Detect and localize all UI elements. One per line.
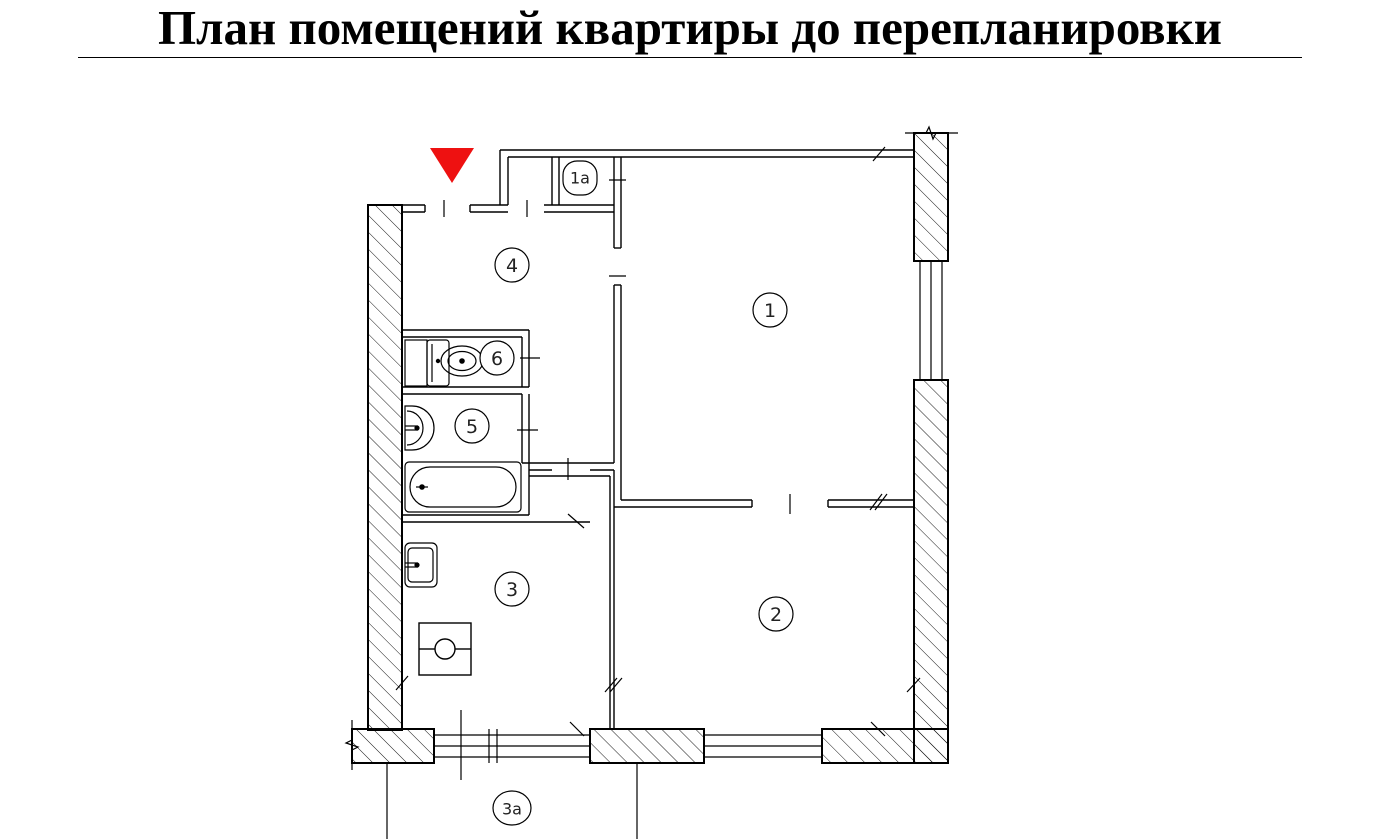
room-labels: 1 1a 2 3 3a 4 5 6 — [454, 160, 794, 826]
partitions — [402, 149, 914, 730]
entrance-marker-icon — [430, 148, 474, 183]
room-number: 2 — [770, 604, 782, 626]
kitchen-sink-icon — [404, 542, 438, 588]
room-label-1a: 1a — [562, 160, 598, 196]
toilet-icon — [404, 339, 484, 387]
bottom-right-wall — [821, 728, 949, 764]
room-label-1: 1 — [752, 292, 788, 328]
room-number: 5 — [466, 416, 478, 438]
room-label-3a: 3a — [492, 790, 532, 826]
page-title: План помещений квартиры до перепланировк… — [157, 0, 1223, 55]
right-upper-wall — [913, 132, 949, 262]
room-number: 4 — [506, 255, 518, 277]
room-number: 1a — [570, 169, 590, 188]
room-number: 6 — [491, 348, 503, 370]
stove-icon — [418, 622, 472, 676]
bathtub-icon — [404, 461, 522, 513]
window-right — [919, 261, 943, 380]
room-label-5: 5 — [454, 408, 490, 444]
room-label-3: 3 — [494, 571, 530, 607]
room-label-6: 6 — [479, 340, 515, 376]
sink-icon — [404, 405, 435, 451]
bearing-walls — [351, 132, 949, 764]
door-marks — [395, 146, 921, 780]
window-bottom-kitchen — [434, 729, 590, 763]
room-label-4: 4 — [494, 247, 530, 283]
room-label-2: 2 — [758, 596, 794, 632]
break-lines — [344, 125, 958, 839]
room-number: 3a — [502, 800, 522, 819]
window-bottom-room-2 — [704, 734, 822, 758]
title-underline — [78, 57, 1302, 58]
room-number: 3 — [506, 579, 518, 601]
windows — [434, 261, 943, 763]
bottom-middle-pier — [589, 728, 705, 764]
room-number: 1 — [764, 300, 776, 322]
right-lower-wall — [913, 379, 949, 764]
left-exterior-wall — [351, 204, 435, 764]
